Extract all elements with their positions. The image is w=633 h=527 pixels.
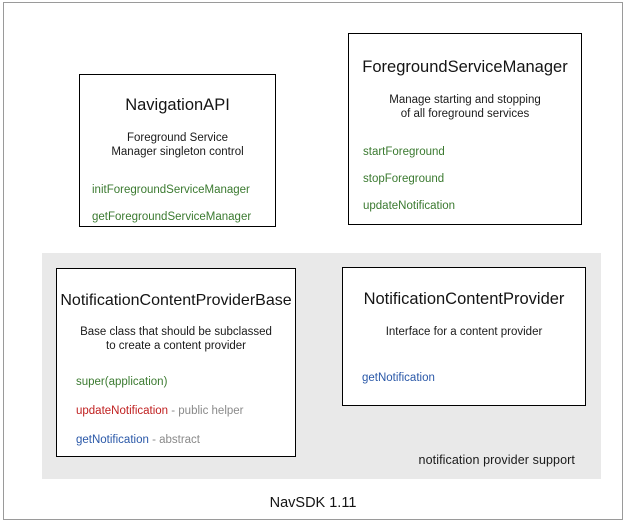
card-description-line: Base class that should be subclassed: [80, 326, 272, 338]
member-name: getNotification: [76, 434, 149, 446]
card-members-navigation-api: initForegroundServiceManager getForegrou…: [80, 183, 275, 224]
member-row[interactable]: getForegroundServiceManager: [92, 210, 275, 224]
slide-frame: notification provider support Navigation…: [3, 2, 623, 520]
card-description-line: to create a content provider: [106, 340, 246, 352]
card-title-notification-content-provider-base: NotificationContentProviderBase: [60, 292, 292, 309]
member-note: - public helper: [168, 405, 244, 417]
member-name: updateNotification: [76, 405, 169, 417]
card-description-notification-content-provider: Interface for a content provider: [343, 325, 585, 339]
card-description-line: Manager singleton control: [111, 146, 244, 158]
card-description-line: Manage starting and stopping: [389, 94, 541, 106]
card-title-foreground-service-manager: ForegroundServiceManager: [362, 58, 568, 76]
member-row[interactable]: updateNotification - public helper: [76, 404, 295, 418]
member-name: getForegroundServiceManager: [92, 211, 252, 223]
card-description-notification-content-provider-base: Base class that should be subclassed to …: [57, 325, 295, 353]
member-name: getNotification: [362, 372, 435, 384]
class-card-foreground-service-manager[interactable]: ForegroundServiceManager Manage starting…: [348, 33, 582, 225]
member-row[interactable]: getNotification: [362, 371, 585, 385]
member-row[interactable]: startForeground: [363, 145, 581, 159]
class-card-notification-content-provider[interactable]: NotificationContentProvider Interface fo…: [342, 267, 586, 406]
card-description-navigation-api: Foreground Service Manager singleton con…: [80, 131, 275, 159]
card-description-foreground-service-manager: Manage starting and stopping of all fore…: [349, 93, 581, 121]
member-name: updateNotification: [363, 200, 456, 212]
member-row[interactable]: initForegroundServiceManager: [92, 183, 275, 197]
card-members-foreground-service-manager: startForeground stopForeground updateNot…: [349, 145, 581, 213]
member-row[interactable]: getNotification - abstract: [76, 433, 295, 447]
card-members-notification-content-provider: getNotification: [343, 371, 585, 385]
slide-footer-label: NavSDK 1.11: [269, 495, 357, 511]
card-description-line: Interface for a content provider: [385, 326, 543, 338]
group-panel-caption: notification provider support: [418, 453, 575, 467]
card-description-line: of all foreground services: [400, 108, 530, 120]
member-name: stopForeground: [363, 173, 445, 185]
member-note: - abstract: [148, 434, 201, 446]
member-row[interactable]: updateNotification: [363, 199, 581, 213]
class-card-navigation-api[interactable]: NavigationAPI Foreground Service Manager…: [79, 74, 276, 227]
member-row[interactable]: stopForeground: [363, 172, 581, 186]
card-description-line: Foreground Service: [127, 132, 228, 144]
card-title-notification-content-provider: NotificationContentProvider: [363, 290, 565, 308]
class-card-notification-content-provider-base[interactable]: NotificationContentProviderBase Base cla…: [56, 268, 296, 457]
card-title-navigation-api: NavigationAPI: [125, 96, 230, 114]
member-name: initForegroundServiceManager: [92, 184, 250, 196]
member-name: super(application): [76, 376, 168, 388]
member-name: startForeground: [363, 146, 445, 158]
card-members-notification-content-provider-base: super(application) updateNotification - …: [57, 375, 295, 447]
member-row[interactable]: super(application): [76, 375, 295, 389]
